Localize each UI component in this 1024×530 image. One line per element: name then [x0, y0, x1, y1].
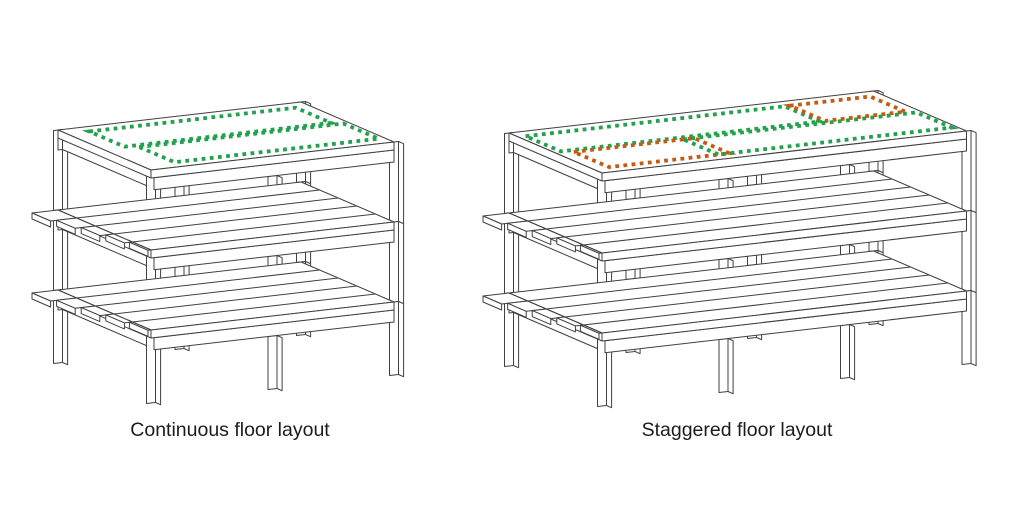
plank-joint-line [113, 285, 357, 315]
column [840, 324, 850, 379]
slab-front-edge [601, 210, 967, 262]
slab-front-edge [601, 290, 967, 342]
plank-joint-line [95, 277, 339, 307]
floor-slab [31, 181, 395, 259]
floor-slab [31, 261, 395, 339]
building-continuous-floor-layout [31, 101, 405, 406]
plank-end-edge [31, 292, 52, 308]
plank-end-edge [80, 307, 101, 323]
plank-end-edge [531, 310, 552, 326]
plank-joint-line [527, 178, 893, 222]
plank-end-edge [579, 244, 600, 260]
roof-slab [57, 101, 395, 179]
plank-joint-line [132, 293, 376, 323]
plank-end-edge [128, 241, 149, 257]
column-side [398, 301, 405, 378]
column-side [970, 130, 977, 214]
column-side [970, 290, 977, 367]
building-staggered-floor-layout [482, 90, 977, 409]
slab-front-edge [601, 130, 967, 182]
plank-end-edge [128, 321, 149, 337]
slab-front-edge [150, 221, 395, 259]
plank-end-edge [556, 317, 576, 333]
plank-end-edge [507, 222, 527, 238]
plank-end-edge [556, 237, 576, 253]
caption-continuous-floor-layout: Continuous floor layout [130, 419, 330, 441]
plank-joint-line [546, 266, 911, 310]
column-side [398, 221, 405, 305]
slab-front-edge [150, 301, 395, 339]
plank-end-edge [105, 314, 125, 330]
plank-end-edge [507, 302, 527, 318]
roof-panel-outline-orange-front [566, 136, 737, 170]
plank-joint-line [527, 258, 893, 302]
roof-panel-outline-green-front [131, 121, 386, 165]
plank-end-edge [56, 299, 76, 315]
roof-panel-outline-green-back [81, 105, 339, 149]
plank-joint-line [132, 213, 376, 243]
plank-end-edge [482, 295, 503, 311]
plank-end-edge [56, 219, 76, 235]
column-side [398, 141, 405, 225]
column-side [970, 210, 977, 294]
floor-slab [482, 170, 967, 262]
slab-front-edge [150, 141, 395, 179]
plank-joint-line [583, 282, 948, 326]
plank-joint-line [564, 274, 930, 318]
plank-joint-line [546, 186, 911, 230]
plank-end-edge [80, 227, 101, 243]
plank-end-edge [31, 212, 52, 228]
column-side [849, 324, 856, 381]
plank-joint-line [564, 194, 930, 238]
floor-slab [482, 250, 967, 342]
plank-joint-line [76, 269, 320, 299]
column [267, 335, 278, 390]
plank-joint-line [76, 189, 320, 219]
plank-joint-line [113, 205, 357, 235]
roof-slab [508, 90, 967, 182]
roof-panel-outline-green-front [675, 110, 959, 157]
plank-joint-line [583, 202, 948, 246]
plank-end-edge [531, 230, 552, 246]
column-side [276, 335, 283, 392]
roof-panel-outline-green-back [518, 104, 827, 154]
column [718, 338, 729, 393]
plank-joint-line [95, 197, 339, 227]
caption-staggered-floor-layout: Staggered floor layout [641, 419, 833, 441]
column-side [727, 338, 734, 395]
plank-end-edge [482, 215, 503, 231]
plank-end-edge [105, 234, 125, 250]
plank-end-edge [579, 324, 600, 340]
